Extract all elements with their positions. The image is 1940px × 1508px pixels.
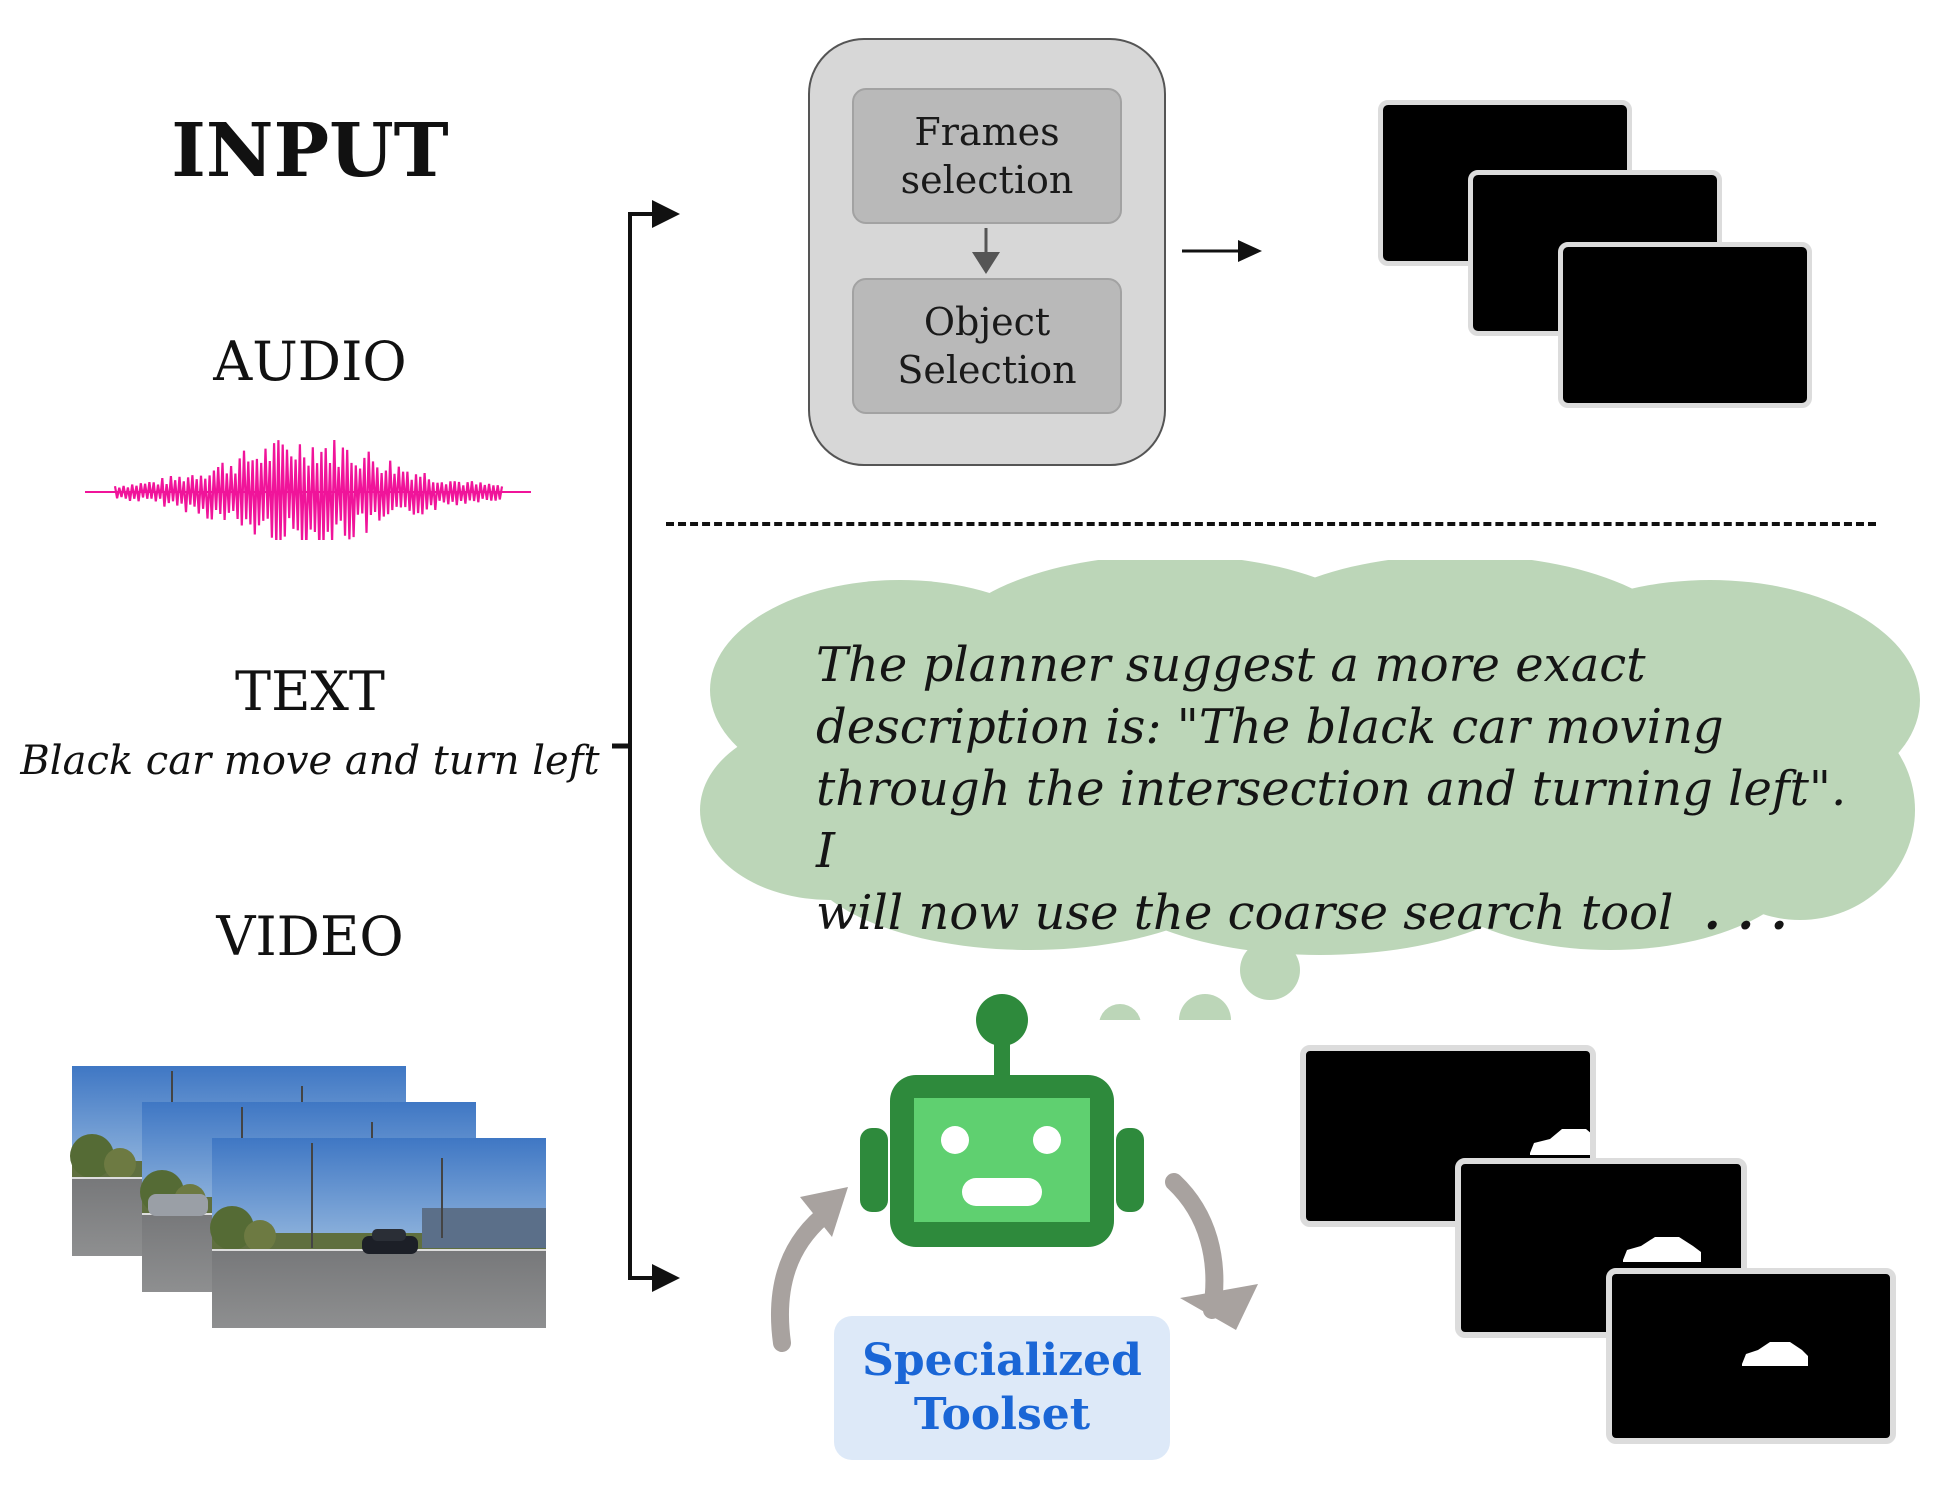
output-frame — [1558, 242, 1812, 408]
video-label: VIDEO — [216, 905, 404, 968]
object-selection-label: Object Selection — [897, 300, 1077, 392]
car-mask-icon — [1530, 1129, 1590, 1155]
text-caption: Black car move and turn left — [20, 738, 600, 784]
down-arrow-icon — [972, 228, 1000, 274]
robot-icon — [860, 994, 1144, 1247]
thought-line-text: will now use the coarse search tool — [816, 885, 1674, 941]
toolset-line: Specialized — [862, 1335, 1142, 1386]
video-frames — [70, 1065, 547, 1329]
thought-line: will now use the coarse search tool . . … — [816, 882, 1876, 944]
thought-text: The planner suggest a more exact descrip… — [816, 634, 1876, 944]
separator-line — [666, 522, 1876, 526]
thought-ellipsis: . . . — [1703, 885, 1788, 941]
waveform-icon — [85, 439, 531, 540]
right-arrow-icon — [1182, 240, 1262, 262]
mask-frame — [1606, 1268, 1896, 1444]
branch-bracket — [612, 200, 680, 1292]
toolset-line: Toolset — [913, 1389, 1091, 1440]
object-selection-box: Object Selection — [852, 278, 1122, 414]
specialized-toolset-box: Specialized Toolset — [834, 1316, 1170, 1460]
input-title: INPUT — [171, 108, 449, 194]
audio-label: AUDIO — [213, 330, 407, 393]
cycle-arrow-icon — [1165, 1173, 1258, 1330]
thought-line: description is: "The black car moving — [816, 699, 1724, 755]
thought-cloud — [700, 560, 1920, 1020]
frames-selection-box: Frames selection — [852, 88, 1122, 224]
thought-line: through the intersection and turning lef… — [816, 761, 1847, 879]
car-mask-icon — [1742, 1342, 1808, 1366]
text-label: TEXT — [235, 660, 385, 723]
cycle-arrow-icon — [770, 1187, 848, 1352]
car-mask-icon — [1623, 1237, 1701, 1262]
frames-selection-label: Frames selection — [900, 110, 1074, 202]
thought-line: The planner suggest a more exact — [816, 637, 1646, 693]
